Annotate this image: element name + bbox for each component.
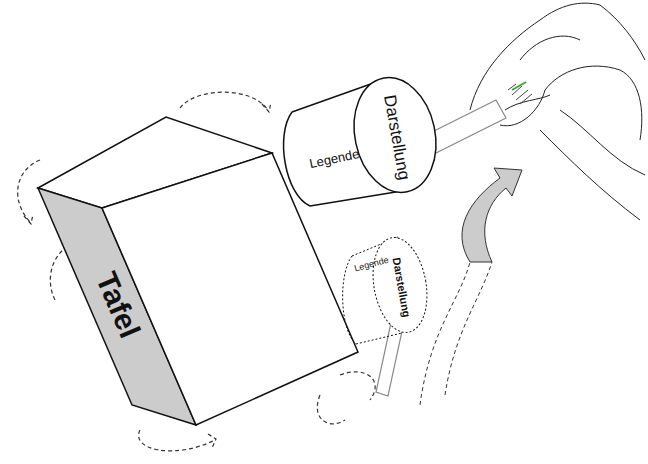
move-arrow [462,168,522,262]
node-outline [280,72,450,232]
cylinder-stamp: DarstellungLegende [335,232,435,342]
rotation-arrows [18,92,376,451]
move-path [445,262,492,395]
cylinder-stamp: DarstellungLegende [280,72,450,232]
move-path [420,262,470,405]
cylinder-text: Legende [308,146,360,169]
hand-sketch [470,3,645,220]
node-outline [335,232,435,342]
